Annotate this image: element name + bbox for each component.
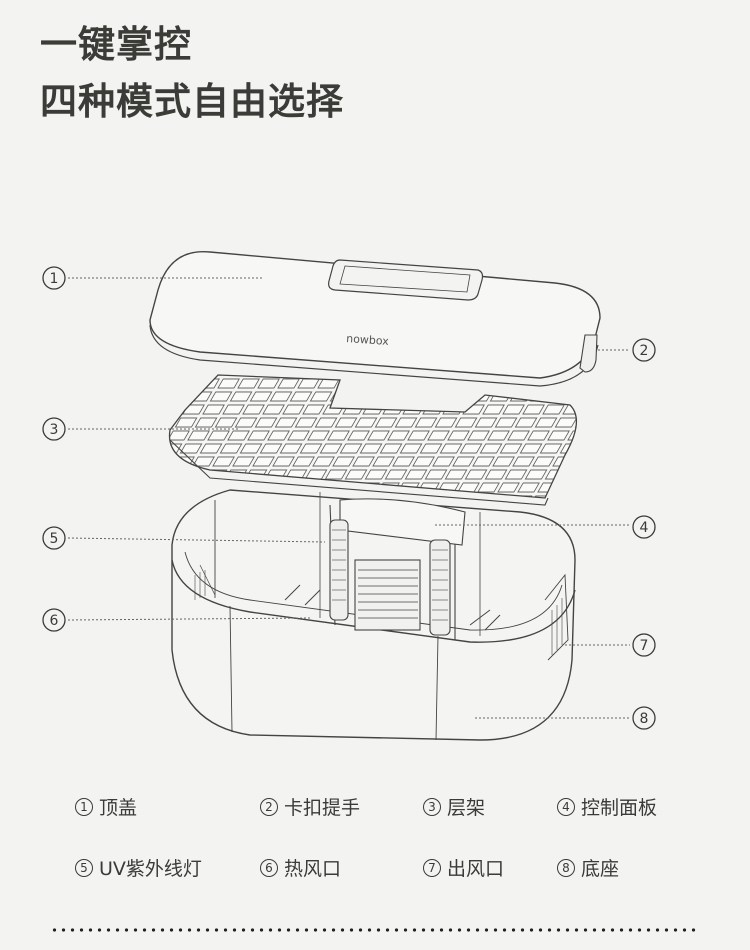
legend-number: 1 <box>75 797 93 816</box>
callout-7: 7 <box>632 633 656 657</box>
legend-label: 出风口 <box>447 858 505 880</box>
legend-label: UV紫外线灯 <box>99 858 202 880</box>
page-title: 一键掌控 <box>40 23 192 66</box>
legend-number: 8 <box>557 858 575 877</box>
callout-8: 8 <box>632 706 656 730</box>
legend-number: 6 <box>260 858 278 877</box>
lid: nowbox <box>149 250 601 387</box>
legend-item: 2 卡扣提手 <box>260 793 360 820</box>
legend-number: 2 <box>260 797 278 816</box>
callout-4-label: 4 <box>640 520 649 536</box>
legend-label: 卡扣提手 <box>284 797 361 819</box>
callout-3-label: 3 <box>50 422 59 438</box>
legend-label: 顶盖 <box>99 797 138 819</box>
legend-label: 层架 <box>447 797 486 819</box>
callout-8-label: 8 <box>640 711 649 727</box>
legend-number: 7 <box>423 858 441 877</box>
inner-module <box>284 498 501 640</box>
legend-label: 热风口 <box>284 858 342 880</box>
legend-item: 3 层架 <box>423 793 485 820</box>
legend-number: 5 <box>75 858 93 877</box>
legend-item: 4 控制面板 <box>557 793 657 820</box>
legend-label: 控制面板 <box>581 797 658 819</box>
callout-5-label: 5 <box>50 531 59 547</box>
callout-4: 4 <box>632 515 656 539</box>
callout-2-label: 2 <box>640 343 649 359</box>
callout-lines <box>67 277 630 719</box>
callout-3: 3 <box>42 417 66 441</box>
brand-logo: nowbox <box>346 332 390 348</box>
callout-2: 2 <box>632 338 656 362</box>
rack-tray <box>168 374 577 506</box>
callout-6: 6 <box>42 608 66 632</box>
legend-item: 8 底座 <box>557 854 619 881</box>
dotted-divider <box>50 928 700 932</box>
callout-1-label: 1 <box>50 271 59 287</box>
callout-5: 5 <box>42 526 66 550</box>
page-subtitle: 四种模式自由选择 <box>40 80 344 123</box>
legend-item: 7 出风口 <box>423 854 504 881</box>
legend-number: 4 <box>557 797 575 816</box>
legend-item: 6 热风口 <box>260 854 341 881</box>
legend-item: 5 UV紫外线灯 <box>75 854 202 881</box>
callout-7-label: 7 <box>640 638 649 654</box>
legend-item: 1 顶盖 <box>75 793 137 820</box>
callout-1: 1 <box>42 266 66 290</box>
legend-number: 3 <box>423 797 441 816</box>
callout-6-label: 6 <box>50 613 59 629</box>
legend-label: 底座 <box>581 858 620 880</box>
